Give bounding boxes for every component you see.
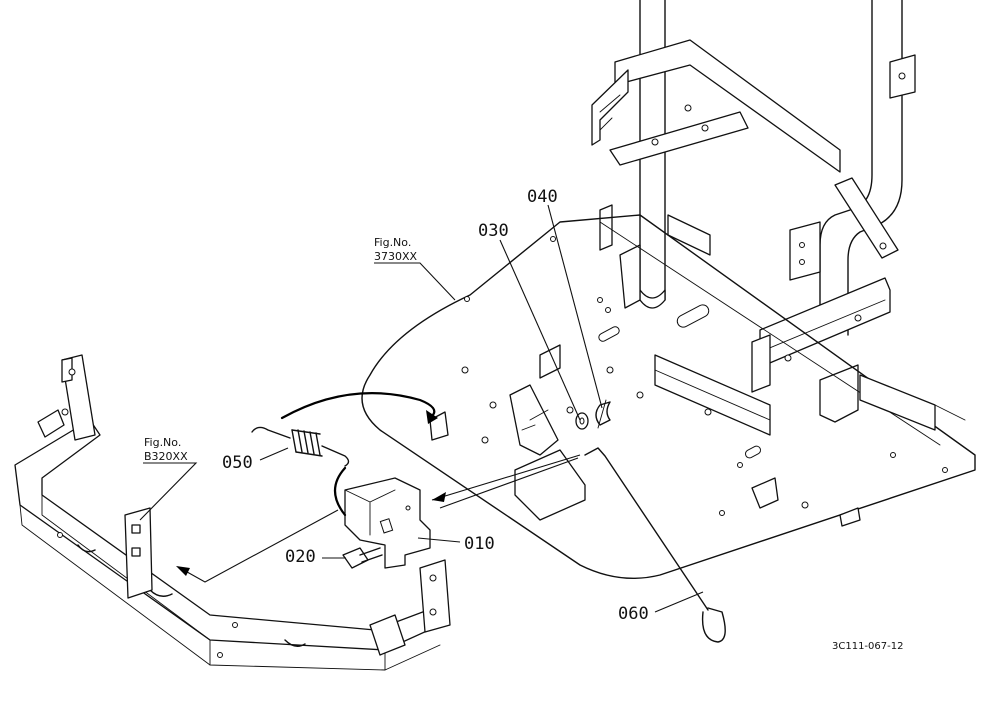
fig-ref-b320-line1: Fig.No. [144,436,181,449]
drawing-number: 3C111-067-12 [832,641,903,652]
part-040-clip [595,399,611,429]
callout-020: 020 [285,547,316,567]
callout-010: 010 [464,534,495,554]
callout-leaders [139,204,704,613]
part-050-spring [251,426,350,467]
floor-plate [361,214,976,579]
callout-040: 040 [527,187,558,207]
fig-ref-b320-line2: B320XX [144,450,188,463]
seat-frame [591,0,916,436]
part-010-bracket [344,477,431,569]
part-060-rod [584,447,726,643]
part-020-bolt [342,547,383,569]
callout-060: 060 [618,604,649,624]
fig-ref-3730-line1: Fig.No. [374,236,411,249]
fig-ref-3730-line2: 3730XX [374,250,418,263]
assembly-arrows [176,392,581,583]
front-bar [14,354,451,671]
callout-030: 030 [478,221,509,241]
callout-050: 050 [222,453,253,473]
